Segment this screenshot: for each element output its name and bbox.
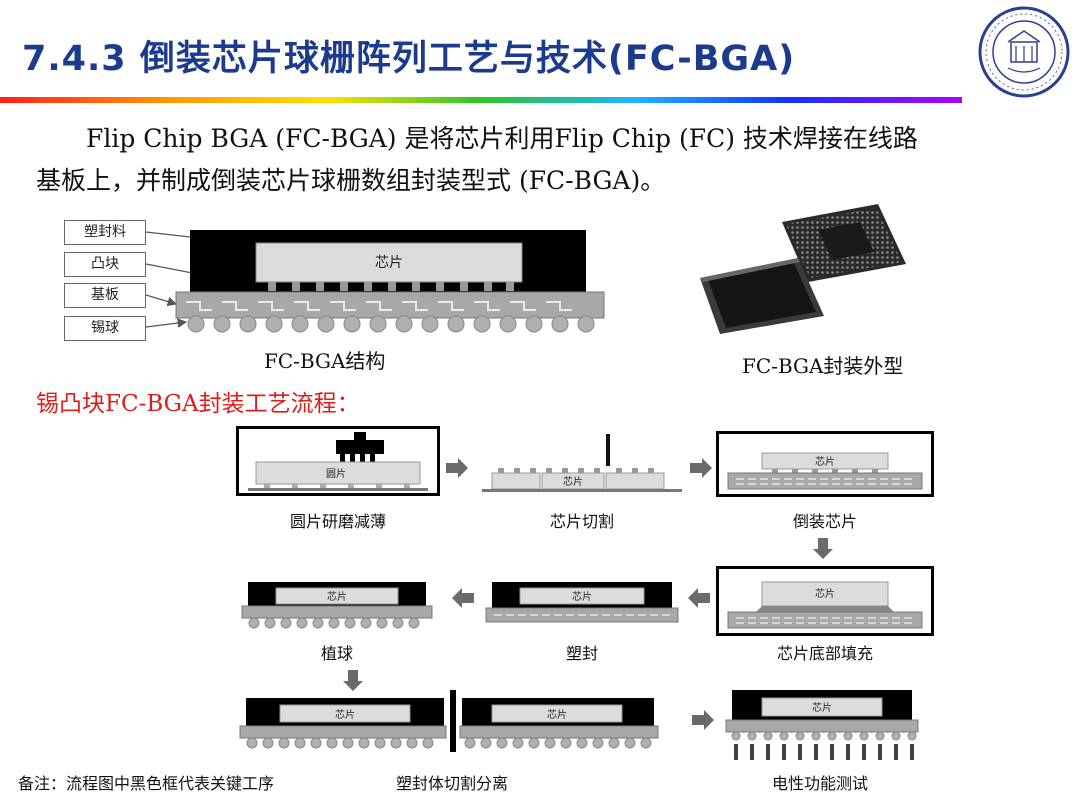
step-molding-diagram: 芯片: [485, 582, 679, 623]
label-molding-compound: 塑封料: [64, 220, 146, 245]
step-electrical-test-diagram: 芯片: [725, 690, 919, 760]
flip-chip-text: 芯片: [815, 455, 835, 468]
arrow-left-icon: [452, 588, 474, 608]
step-label-ball-mount: 植球: [320, 644, 353, 663]
intro-line-1: Flip Chip BGA (FC-BGA) 是将芯片利用Flip Chip (…: [86, 124, 918, 153]
structure-chip-text: 芯片: [375, 255, 403, 271]
step-label-chip-dicing: 芯片切割: [549, 512, 614, 531]
step-ball-mount-diagram: 芯片: [241, 582, 433, 629]
label-solder-ball: 锡球: [64, 316, 146, 341]
structure-caption: FC-BGA结构: [264, 349, 386, 373]
intro-paragraph: Flip Chip BGA (FC-BGA) 是将芯片利用Flip Chip (…: [36, 118, 1046, 202]
step-label-electrical-test: 电性功能测试: [771, 774, 868, 793]
arrow-down-icon: [343, 670, 363, 691]
singulation-chip-text-right: 芯片: [547, 708, 567, 721]
ball-mount-chip-text: 芯片: [327, 590, 347, 603]
university-seal-logo: [978, 6, 1070, 98]
arrow-left-icon: [688, 588, 710, 608]
step-flip-chip-diagram: 芯片: [716, 431, 934, 497]
step-underfill-diagram: 芯片: [716, 566, 934, 636]
step-label-molding: 塑封: [565, 644, 598, 663]
step-chip-dicing-diagram: 芯片: [482, 434, 682, 492]
singulation-chip-text-left: 芯片: [335, 708, 355, 721]
arrow-right-icon: [692, 710, 714, 730]
step-wafer-grinding-diagram: 圆片: [236, 426, 440, 496]
dicing-chip-text: 芯片: [563, 475, 583, 488]
footnote: 备注：流程图中黑色框代表关键工序: [18, 774, 275, 793]
label-bump: 凸块: [64, 252, 146, 277]
arrow-right-icon: [446, 458, 468, 478]
step-label-flip-chip: 倒装芯片: [792, 512, 857, 531]
step-label-underfill: 芯片底部填充: [776, 644, 873, 663]
step-label-singulation: 塑封体切割分离: [395, 774, 508, 793]
label-substrate: 基板: [64, 283, 146, 308]
step-singulation-diagram: 芯片 芯片: [239, 690, 659, 752]
wafer-text: 圆片: [326, 467, 346, 480]
test-chip-text: 芯片: [812, 701, 832, 714]
underfill-chip-text: 芯片: [815, 587, 835, 600]
package-caption: FC-BGA封装外型: [742, 354, 904, 378]
step-label-wafer-grinding: 圆片研磨减薄: [289, 512, 386, 531]
title-rainbow-divider: [0, 97, 962, 103]
fc-bga-structure-diagram: 芯片: [145, 230, 605, 333]
page-title: 7.4.3 倒装芯片球栅阵列工艺与技术(FC-BGA): [22, 39, 796, 79]
arrow-down-icon: [813, 538, 833, 559]
fc-bga-package-photo: [700, 204, 906, 334]
process-heading: 锡凸块FC-BGA封装工艺流程：: [36, 391, 360, 417]
molding-chip-text: 芯片: [572, 590, 592, 603]
arrow-right-icon: [690, 458, 712, 478]
intro-line-2: 基板上，并制成倒装芯片球栅数组封装型式 (FC-BGA)。: [36, 166, 666, 195]
